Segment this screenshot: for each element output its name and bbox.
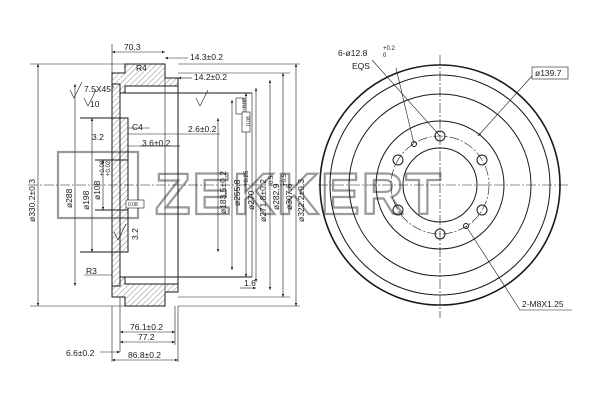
dim-d108: ø108 [92, 180, 102, 200]
dim-c4: C4 [132, 122, 143, 132]
dim-d255: ø255.8 [232, 179, 242, 206]
dim-14-3: 14.3±0.2 [190, 52, 223, 62]
dim-3-2b: 3.2 [130, 228, 140, 240]
dim-d108-tol-up: +0.08 [100, 160, 106, 176]
holes-label: 6-ø12.8 [338, 48, 368, 58]
dim-d183: ø183.5±0.2 [218, 171, 228, 214]
dim-d270: ø270 [246, 190, 256, 210]
holes-tol-dn: 0 [383, 53, 387, 59]
dim-70-3: 70.3 [124, 42, 141, 52]
dim-d307: ø307.6 [284, 183, 294, 210]
roughness-10: 10 [90, 99, 100, 109]
thread-label: 2-M8X1.25 [522, 299, 564, 309]
side-section-view: 0.08 0.08 0.08 70.3 14.3±0.2 14.2±0.2 R4… [27, 42, 306, 362]
eqs-label: EQS [352, 61, 370, 71]
dim-77-2: 77.2 [138, 332, 155, 342]
dim-1-6: 1.6 [244, 278, 256, 288]
dim-d270-tol: +0.25 [244, 170, 250, 186]
dim-6-6: 6.6±0.2 [66, 348, 95, 358]
bolt-holes [392, 130, 488, 240]
dim-3-2a: 3.2 [92, 132, 104, 142]
dim-r4: R4 [136, 63, 147, 73]
dim-3-6: 3.6±0.2 [142, 138, 171, 148]
dim-d282: ø282.9 [271, 183, 281, 210]
tolerance-box-1: 0.08 [242, 98, 248, 108]
brand-watermark-text: ZEKKERT [155, 162, 443, 227]
tolerance-box-3: 0.08 [128, 202, 138, 208]
dim-d282-tol: -0.5 [269, 175, 275, 186]
dim-2-6: 2.6±0.2 [188, 124, 217, 134]
dim-76-1: 76.1±0.2 [130, 322, 163, 332]
dim-14-2: 14.2±0.2 [194, 72, 227, 82]
dim-d288: ø288 [64, 188, 74, 208]
tolerance-box-2: 0.08 [246, 116, 252, 126]
brand-watermark: ZEKKERT [56, 150, 443, 228]
dim-r3: R3 [86, 266, 97, 276]
dim-86-8: 86.8±0.2 [128, 350, 161, 360]
pcd-label: ø139.7 [535, 68, 562, 78]
dim-d271: ø271.8±0.2 [258, 179, 268, 222]
holes-tol-up: +0.2 [383, 46, 396, 52]
front-view: 6-ø12.8 +0.2 0 EQS ø139.7 2-M8X1.25 [318, 46, 572, 318]
dim-chamfer: 7.5X45° [84, 84, 114, 94]
threaded-holes [411, 141, 469, 229]
dim-d330: ø330.2±0.3 [27, 179, 37, 222]
dim-d307-tol: +0.5 [282, 173, 288, 186]
dim-d322: ø322.2±0.3 [296, 179, 306, 222]
dim-d198: ø198 [81, 190, 91, 210]
dim-d108-tol-dn: +0.02 [106, 160, 112, 176]
